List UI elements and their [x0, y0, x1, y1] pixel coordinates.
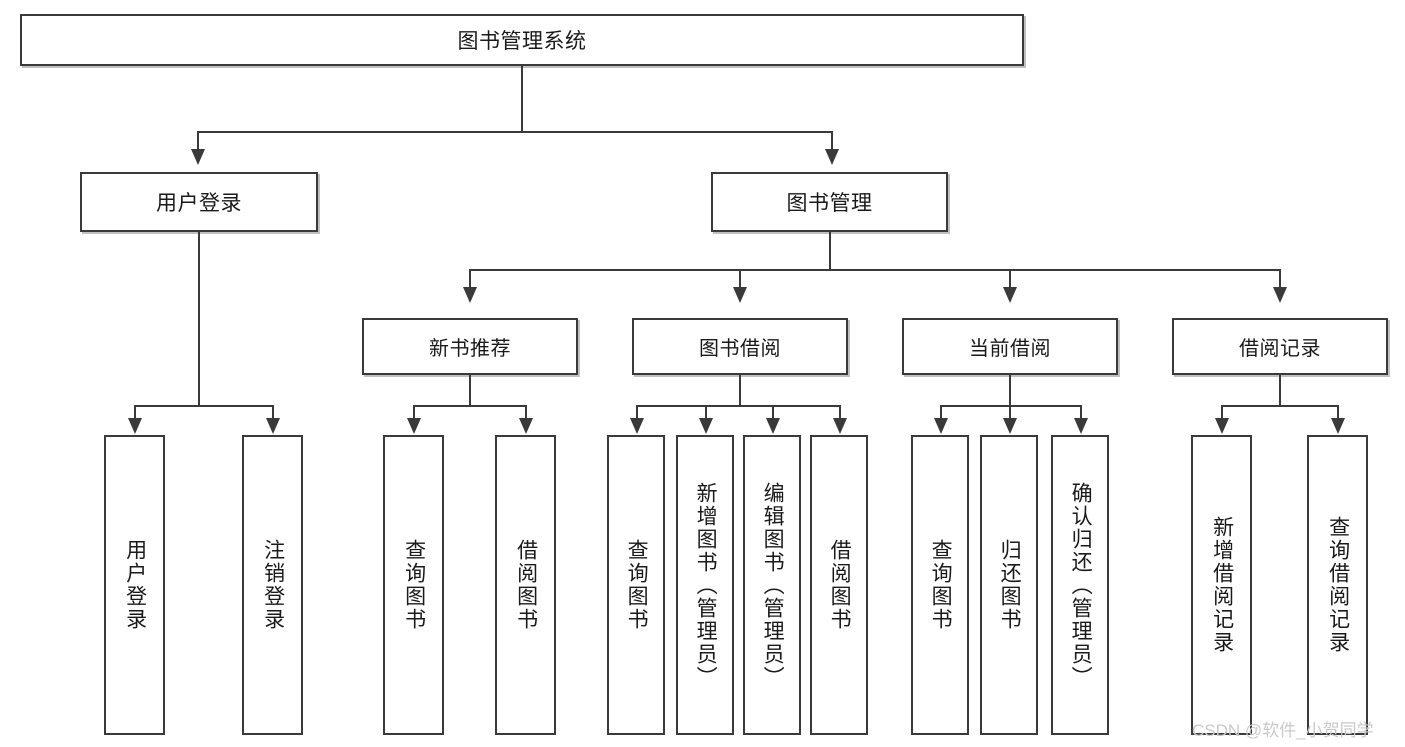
connector-bm-branch-4 — [1279, 269, 1281, 289]
connector-br-branch-1 — [1221, 405, 1223, 420]
node-root-book-management-system[interactable]: 图书管理系统 — [20, 14, 1024, 66]
leaf-borrow-record-add[interactable]: 新增借阅记录 — [1191, 435, 1252, 735]
leaf-book-borrow-add[interactable]: 新增图书（管理员） — [676, 435, 734, 735]
node-label: 注销登录 — [261, 539, 285, 631]
node-label: 图书借阅 — [699, 338, 781, 360]
connector-nbr-branch-1 — [413, 405, 415, 420]
leaf-user-login-logout[interactable]: 注销登录 — [242, 435, 303, 735]
connector-br-stem — [1279, 375, 1281, 406]
leaf-book-borrow-borrow[interactable]: 借阅图书 — [810, 435, 868, 735]
csdn-watermark: CSDN @软件_小贺同学 — [1192, 721, 1374, 740]
connector-br-branch-2 — [1337, 405, 1339, 420]
node-new-book-recommend[interactable]: 新书推荐 — [362, 318, 578, 375]
node-label: 查询图书 — [625, 539, 649, 631]
arrow-down-icon — [1331, 418, 1345, 434]
node-label: 借阅记录 — [1239, 338, 1321, 360]
connector-nbr-stem — [469, 375, 471, 406]
connector-user-login-branch-2 — [272, 405, 274, 420]
connector-root-bus — [197, 131, 833, 133]
connector-user-login-bus — [134, 405, 274, 407]
connector-cb-branch-1 — [940, 405, 942, 420]
arrow-down-icon — [407, 418, 421, 434]
arrow-down-icon — [699, 418, 713, 434]
node-label: 新书推荐 — [429, 338, 511, 360]
leaf-current-borrow-return[interactable]: 归还图书 — [980, 435, 1038, 735]
node-label: 借阅图书 — [828, 539, 852, 631]
connector-bb-branch-1 — [636, 405, 638, 420]
node-label: 查询图书 — [402, 539, 426, 631]
connector-nbr-bus — [413, 405, 527, 407]
arrow-down-icon — [934, 418, 948, 434]
arrow-down-icon — [1074, 418, 1088, 434]
connector-cb-bus — [940, 405, 1082, 407]
connector-cb-branch-2 — [1009, 405, 1011, 420]
connector-bb-branch-4 — [839, 405, 841, 420]
connector-cb-branch-3 — [1080, 405, 1082, 420]
node-label: 借阅图书 — [514, 539, 538, 631]
leaf-book-borrow-query[interactable]: 查询图书 — [607, 435, 665, 735]
arrow-down-icon — [766, 418, 780, 434]
connector-book-management-bus — [469, 269, 1281, 271]
arrow-down-icon — [1003, 418, 1017, 434]
connector-root-to-user-login — [197, 131, 199, 151]
node-current-borrow[interactable]: 当前借阅 — [902, 318, 1118, 375]
connector-bb-stem — [739, 375, 741, 406]
arrow-down-icon — [833, 418, 847, 434]
connector-nbr-branch-2 — [525, 405, 527, 420]
arrow-down-icon — [1003, 287, 1017, 303]
leaf-current-borrow-confirm-return[interactable]: 确认归还（管理员） — [1051, 435, 1109, 735]
node-label: 确认归还（管理员） — [1069, 481, 1093, 689]
leaf-borrow-record-query[interactable]: 查询借阅记录 — [1307, 435, 1368, 735]
connector-root-to-book-management — [831, 131, 833, 151]
node-borrow-record[interactable]: 借阅记录 — [1172, 318, 1388, 375]
node-label: 新增图书（管理员） — [694, 481, 718, 689]
node-label: 图书管理 — [786, 192, 873, 215]
node-label: 用户登录 — [156, 192, 242, 215]
arrow-down-icon — [266, 418, 280, 434]
arrow-down-icon — [519, 418, 533, 434]
connector-root-stem — [521, 66, 523, 132]
leaf-user-login-login[interactable]: 用户登录 — [104, 435, 165, 735]
connector-bm-branch-1 — [469, 269, 471, 289]
connector-cb-stem — [1009, 375, 1011, 406]
node-label: 归还图书 — [998, 539, 1022, 631]
leaf-new-book-query[interactable]: 查询图书 — [383, 435, 444, 735]
node-label: 新增借阅记录 — [1210, 516, 1234, 654]
node-label: 用户登录 — [123, 539, 147, 631]
arrow-down-icon — [128, 418, 142, 434]
connector-user-login-stem — [198, 232, 200, 406]
arrow-down-icon — [733, 287, 747, 303]
node-book-management[interactable]: 图书管理 — [711, 172, 948, 232]
arrow-down-icon — [463, 287, 477, 303]
arrow-down-icon — [1215, 418, 1229, 434]
arrow-down-icon — [825, 149, 839, 165]
connector-user-login-branch-1 — [134, 405, 136, 420]
connector-bb-branch-2 — [705, 405, 707, 420]
arrow-down-icon — [191, 149, 205, 165]
node-book-borrow[interactable]: 图书借阅 — [632, 318, 848, 375]
connector-br-bus — [1221, 405, 1339, 407]
node-label: 图书管理系统 — [457, 30, 587, 53]
leaf-new-book-borrow[interactable]: 借阅图书 — [495, 435, 556, 735]
node-label: 查询图书 — [929, 539, 953, 631]
connector-bm-branch-2 — [739, 269, 741, 289]
leaf-current-borrow-query[interactable]: 查询图书 — [911, 435, 969, 735]
connector-bb-bus — [636, 405, 841, 407]
node-user-login[interactable]: 用户登录 — [80, 172, 318, 232]
arrow-down-icon — [1273, 287, 1287, 303]
arrow-down-icon — [630, 418, 644, 434]
node-label: 当前借阅 — [969, 338, 1051, 360]
leaf-book-borrow-edit[interactable]: 编辑图书（管理员） — [743, 435, 801, 735]
connector-book-management-stem — [829, 232, 831, 270]
connector-bb-branch-3 — [772, 405, 774, 420]
node-label: 查询借阅记录 — [1326, 516, 1350, 654]
connector-bm-branch-3 — [1009, 269, 1011, 289]
node-label: 编辑图书（管理员） — [761, 481, 785, 689]
